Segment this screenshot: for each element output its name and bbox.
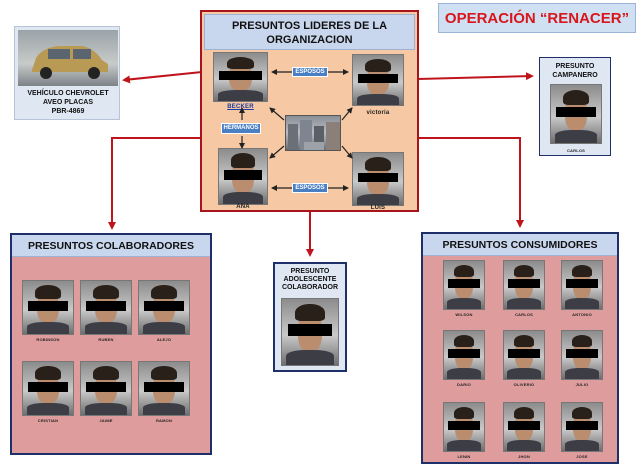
- minor-title-line3: COLABORADOR: [282, 284, 338, 291]
- consumer-6-name: JULIO: [575, 382, 589, 387]
- vehicle-photo: [18, 30, 118, 86]
- buildings-icon: [288, 120, 340, 150]
- collaborator-2-name: RUBEN: [98, 337, 114, 342]
- relation-siblings: HERMANOS: [221, 123, 261, 134]
- leader-photo-ana: [218, 148, 268, 205]
- consumer-5-photo: [503, 330, 545, 380]
- consumer-2-photo: [503, 260, 545, 310]
- collaborator-6-name: RAMON: [155, 418, 173, 423]
- leader-relation-arrows: [239, 69, 353, 191]
- consumer-9-photo: [561, 402, 603, 452]
- lookout-title-line1: PRESUNTO: [555, 63, 595, 70]
- consumer-8-photo: [503, 402, 545, 452]
- collaborators-panel: PRESUNTOS COLABORADORES ROBINSON RUBEN ALE…: [10, 233, 212, 455]
- lookout-name: CARLOS: [566, 148, 586, 153]
- relation-spouses-top: ESPOSOS: [292, 67, 328, 77]
- consumers-panel: PRESUNTOS CONSUMIDORES WILSON CARLOS ANTON…: [421, 232, 619, 464]
- leaders-panel: PRESUNTOS LIDERES DE LA ORGANIZACION BEC…: [200, 10, 419, 212]
- consumer-6-photo: [561, 330, 603, 380]
- collaborators-title-box: PRESUNTOS COLABORADORES: [12, 235, 210, 257]
- collaborator-3-name: ALEJO: [156, 337, 172, 342]
- leader-photo-victoria: [352, 54, 404, 106]
- lookout-card: PRESUNTO CAMPANERO CARLOS: [539, 57, 611, 156]
- arrow-to-vehicle: [122, 71, 203, 84]
- consumer-7-photo: [443, 402, 485, 452]
- collaborator-4-photo: [22, 361, 74, 416]
- collaborator-3-photo: [138, 280, 190, 335]
- relation-spouses-bottom: ESPOSOS: [292, 183, 328, 193]
- arrow-to-lookout: [417, 72, 534, 81]
- vehicle-line3: PBR-4869: [51, 108, 85, 115]
- leader-name-luis: LUIS: [370, 205, 386, 211]
- car-icon: [32, 46, 108, 79]
- consumer-7-name: LENIN: [457, 454, 471, 459]
- collaborator-6-photo: [138, 361, 190, 416]
- collaborators-title: PRESUNTOS COLABORADORES: [27, 239, 195, 252]
- minor-title-line2: ADOLESCENTE: [283, 276, 337, 283]
- vehicle-line1: VEHÍCULO CHEVROLET: [27, 90, 109, 97]
- leaders-title-line1: PRESUNTOS LIDERES DE LA: [231, 20, 388, 32]
- minor-title-line1: PRESUNTO: [290, 268, 330, 275]
- consumer-1-photo: [443, 260, 485, 310]
- consumer-4-photo: [443, 330, 485, 380]
- consumer-4-name: DARIO: [457, 382, 471, 387]
- leader-name-ana: ANA: [236, 204, 250, 210]
- leader-name-victoria: victoria: [366, 110, 390, 116]
- operation-title: OPERACIÓN “RENACER”: [444, 9, 630, 27]
- consumers-title-box: PRESUNTOS CONSUMIDORES: [423, 234, 617, 256]
- leaders-title-box: PRESUNTOS LIDERES DE LA ORGANIZACION: [204, 14, 415, 50]
- minor-photo: [281, 298, 339, 366]
- collaborator-4-name: CRISTIAN: [37, 418, 59, 423]
- lookout-title-line2: CAMPANERO: [552, 72, 598, 79]
- leaders-title-line2: ORGANIZACION: [266, 34, 353, 46]
- leader-photo-luis: [352, 152, 404, 206]
- arrow-to-collaborators: [108, 137, 202, 230]
- collaborator-1-name: ROBINSON: [36, 337, 60, 342]
- collaborator-5-name: JAIME: [99, 418, 113, 423]
- collaborator-5-photo: [80, 361, 132, 416]
- minor-card: PRESUNTO ADOLESCENTE COLABORADOR: [273, 262, 347, 372]
- collaborator-2-photo: [80, 280, 132, 335]
- arrow-to-consumers: [418, 137, 524, 228]
- city-photo: [285, 115, 341, 151]
- consumer-3-name: ANTONIO: [572, 312, 592, 317]
- leader-photo-becker: [213, 52, 268, 102]
- collaborator-1-photo: [22, 280, 74, 335]
- vehicle-line2: AVEO PLACAS: [42, 99, 94, 106]
- consumers-title: PRESUNTOS CONSUMIDORES: [442, 238, 598, 251]
- operation-title-box: OPERACIÓN “RENACER”: [438, 3, 636, 33]
- consumer-1-name: WILSON: [455, 312, 473, 317]
- consumer-5-name: OLIVERIO: [513, 382, 535, 387]
- lookout-photo: [550, 84, 602, 144]
- consumer-2-name: CARLOS: [514, 312, 534, 317]
- consumer-3-photo: [561, 260, 603, 310]
- consumer-8-name: JHON: [518, 454, 530, 459]
- consumer-9-name: JOSE: [576, 454, 588, 459]
- vehicle-card: VEHÍCULO CHEVROLET AVEO PLACAS PBR-4869: [14, 26, 120, 120]
